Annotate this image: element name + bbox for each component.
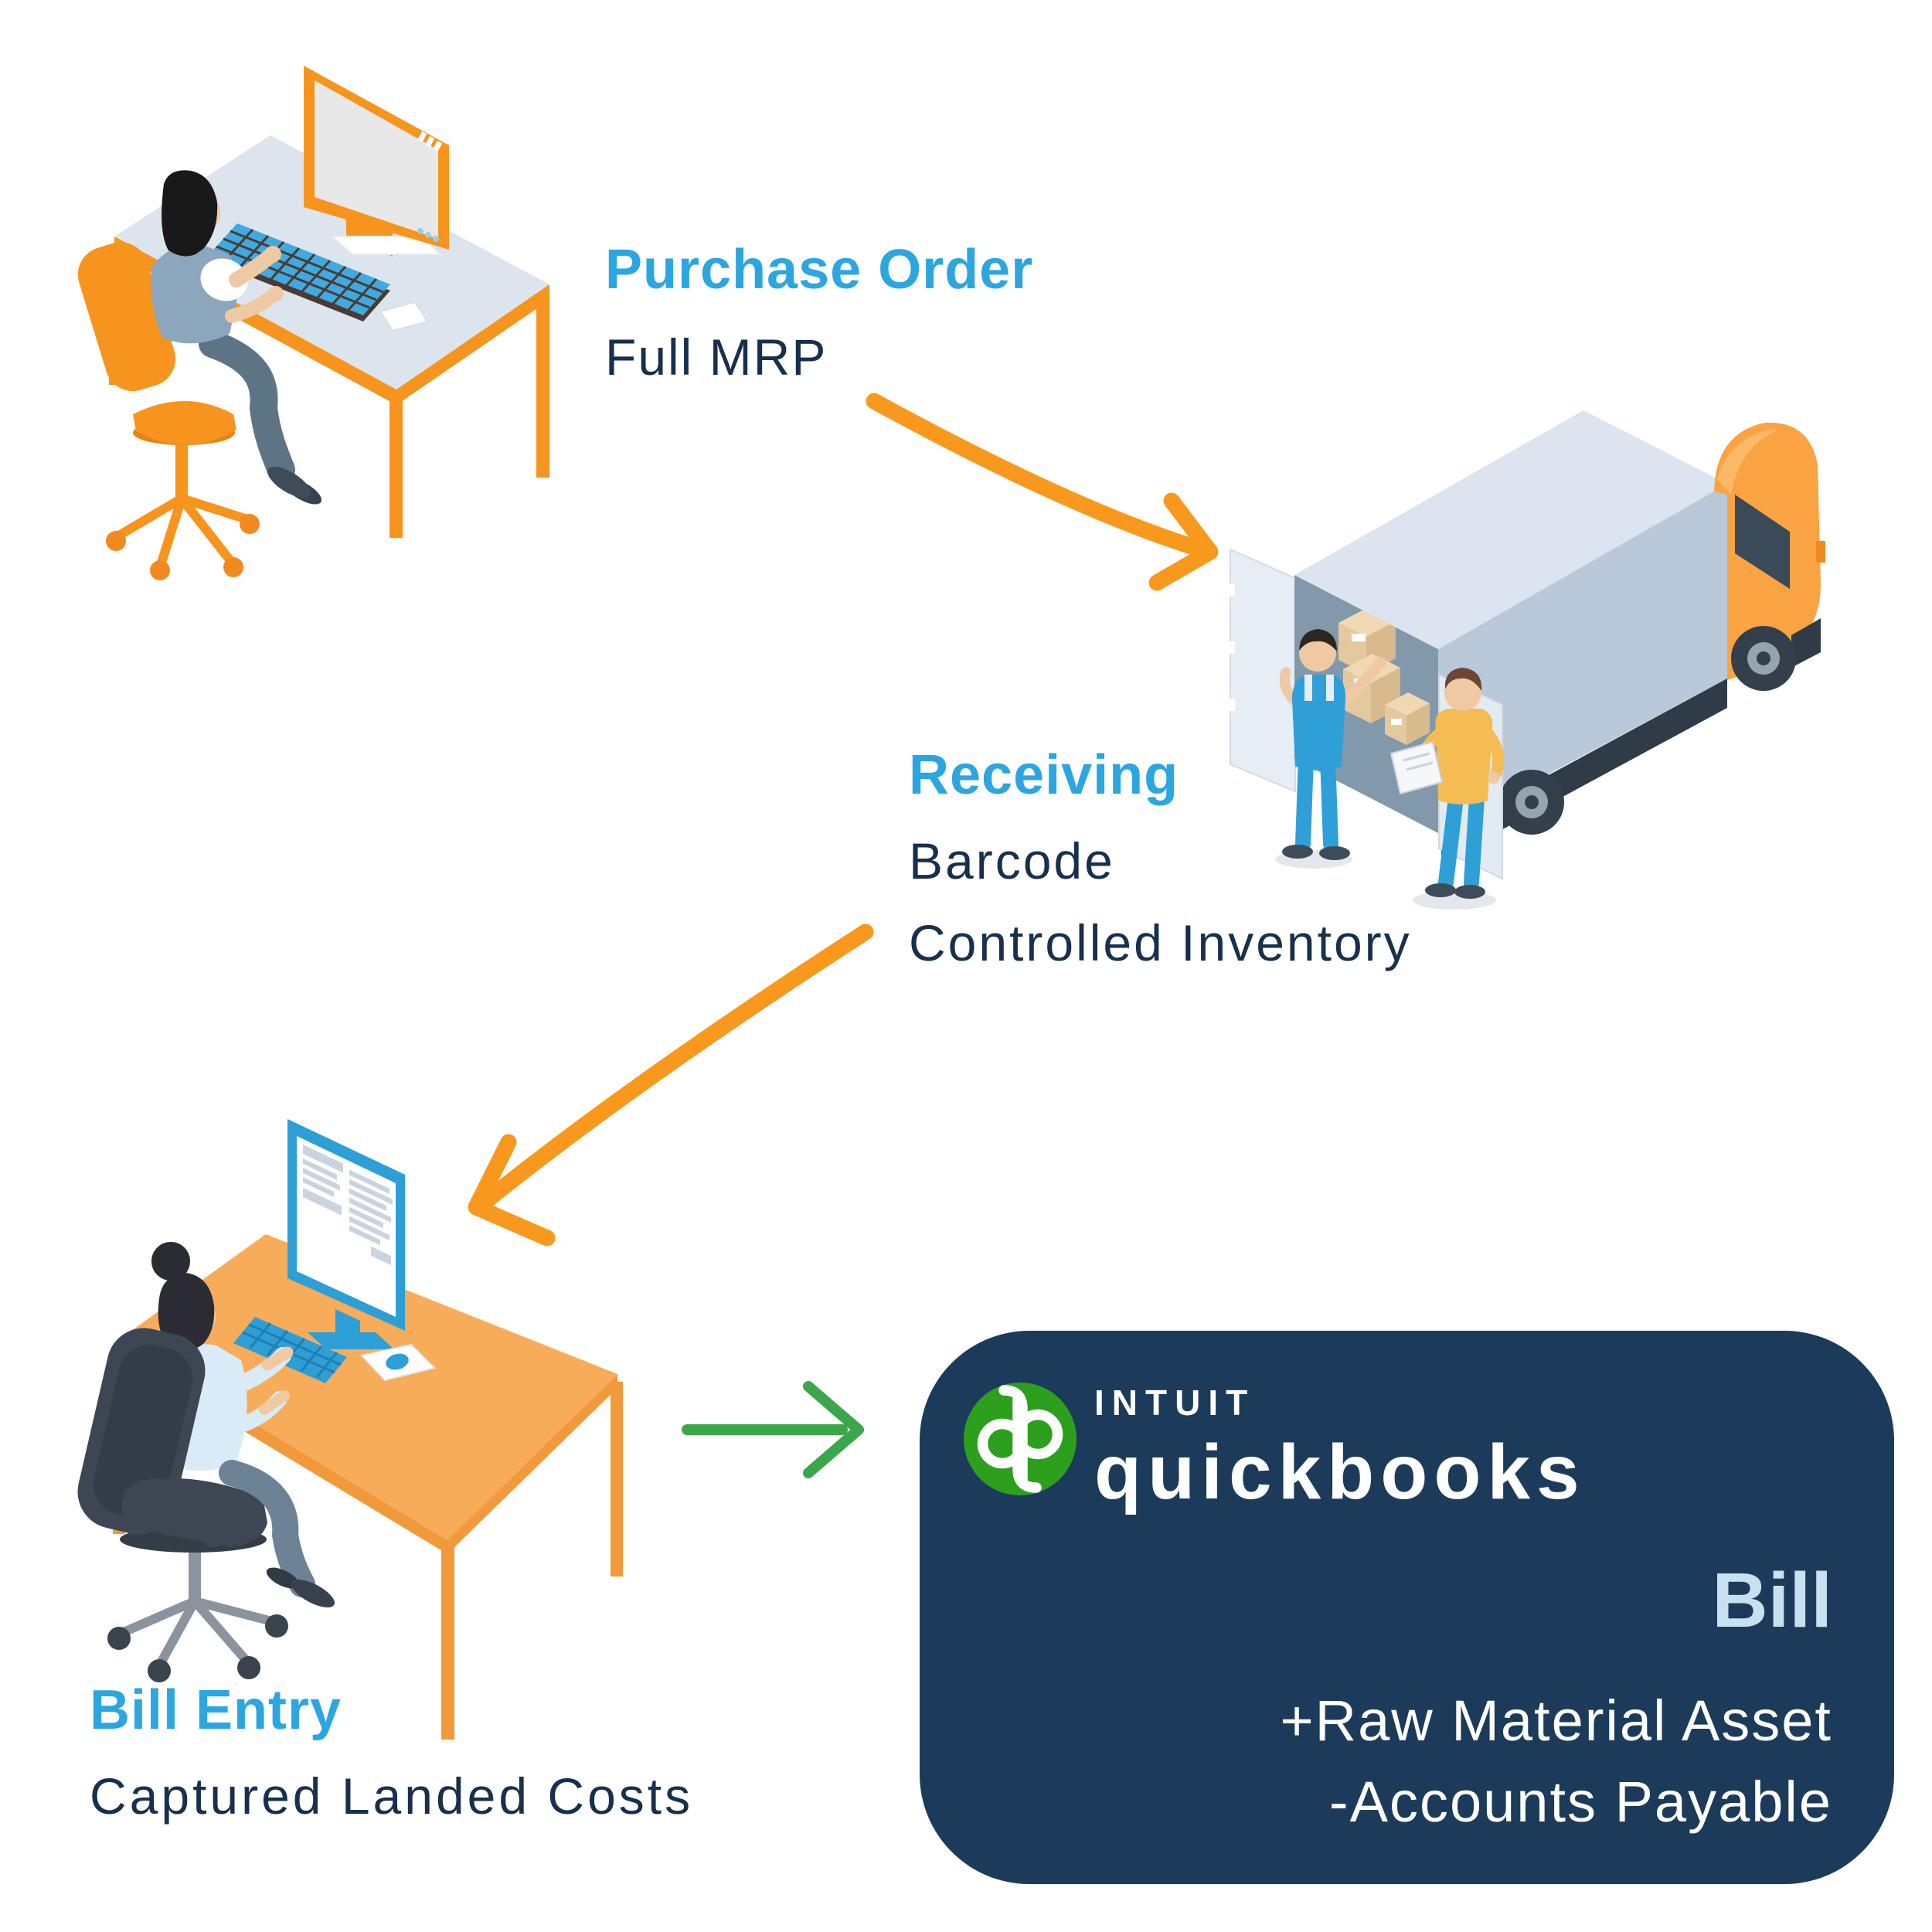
chair2-front xyxy=(77,1328,267,1548)
office-worker1 xyxy=(151,170,322,505)
worker2-legs xyxy=(219,1460,335,1608)
orange-arrow-receiving-to-billentry xyxy=(468,923,874,1247)
truck-cargo-top xyxy=(1294,410,1727,649)
receiving-subtitle-line1: Barcode xyxy=(909,832,1115,889)
quickbooks-wordmark: quickbooks xyxy=(1094,1429,1586,1515)
worker1-legs xyxy=(199,330,295,484)
green-arrow-billentry-to-quickbooks xyxy=(682,1381,864,1478)
desk1-leg xyxy=(536,294,549,478)
delivery-truck-illustration xyxy=(1226,410,1825,910)
bill-ledger-entries: +Raw Material Asset -Accounts Payable xyxy=(1280,1680,1832,1842)
desk2-rim xyxy=(117,1341,617,1554)
bill-entry-desk-illustration xyxy=(77,1119,623,1740)
ledger-entry-raw-material: +Raw Material Asset xyxy=(1280,1689,1832,1753)
worker2-hair xyxy=(158,1273,215,1351)
quickbooks-qb-logo-icon xyxy=(964,1383,1077,1495)
chair2-icon xyxy=(107,1526,288,1682)
receiving-subtitle-line2: Controlled Inventory xyxy=(909,913,1412,971)
desk2-leg xyxy=(441,1548,454,1740)
bill-label: Bill xyxy=(1712,1557,1832,1644)
quickbooks-panel: intuit quickbooks Bill +Raw Material Ass… xyxy=(920,1331,1894,1884)
truck-cab xyxy=(1714,422,1825,680)
orange-arrow-po-to-receiving xyxy=(866,393,1219,591)
worker1-hair xyxy=(162,170,218,257)
worker-blue-overalls xyxy=(1279,629,1386,860)
purchase-order-step: Purchase Order Full MRP xyxy=(605,238,1033,399)
receiving-subtitle: Barcode Controlled Inventory xyxy=(909,821,1412,984)
desk2-top xyxy=(117,1234,617,1540)
bill-entry-step: Bill Entry Captured Landed Costs xyxy=(90,1679,693,1838)
bill-entry-title: Bill Entry xyxy=(90,1679,342,1741)
monitor2-icon xyxy=(287,1119,405,1349)
intuit-wordmark: intuit xyxy=(1094,1383,1256,1423)
purchase-order-subtitle: Full MRP xyxy=(605,328,828,386)
bill-entry-subtitle: Captured Landed Costs xyxy=(90,1767,694,1825)
desk1-leg xyxy=(389,399,403,538)
desk1-rim xyxy=(114,236,549,405)
truck-cargo-side xyxy=(1438,484,1727,833)
receiving-title: Receiving xyxy=(909,744,1179,806)
mouse-icon xyxy=(360,1343,436,1382)
keyboard1-icon xyxy=(209,223,390,321)
worker-yellow-shirt xyxy=(1389,668,1505,899)
quickbooks-brand: intuit quickbooks xyxy=(1094,1382,1586,1517)
purchase-order-desk-illustration xyxy=(77,66,549,580)
monitor1-icon xyxy=(304,66,449,257)
paper-icon xyxy=(379,301,429,332)
desk2-leg xyxy=(611,1382,623,1577)
ledger-entry-accounts-payable: -Accounts Payable xyxy=(1328,1770,1832,1834)
truck-left-door xyxy=(1230,548,1296,793)
receiving-step: Receiving Barcode Controlled Inventory xyxy=(909,743,1412,984)
purchase-order-title: Purchase Order xyxy=(605,239,1034,301)
